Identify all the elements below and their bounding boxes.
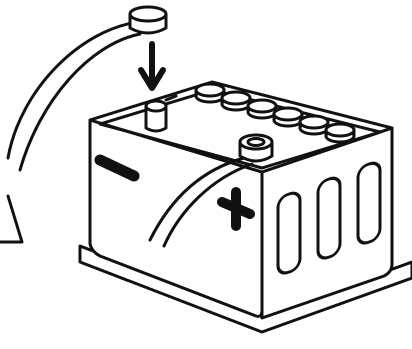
down-arrow-icon: [141, 44, 163, 88]
cell-cap: [326, 124, 354, 142]
positive-terminal-clamp: [240, 135, 272, 161]
terminal-clamp: [130, 7, 166, 33]
cell-cap: [248, 100, 276, 118]
cell-cap: [274, 108, 302, 126]
cell-cap: [222, 92, 250, 110]
cell-cap: [196, 84, 224, 102]
warning-triangle-icon: [0, 196, 22, 242]
cell-cap: [300, 116, 328, 134]
